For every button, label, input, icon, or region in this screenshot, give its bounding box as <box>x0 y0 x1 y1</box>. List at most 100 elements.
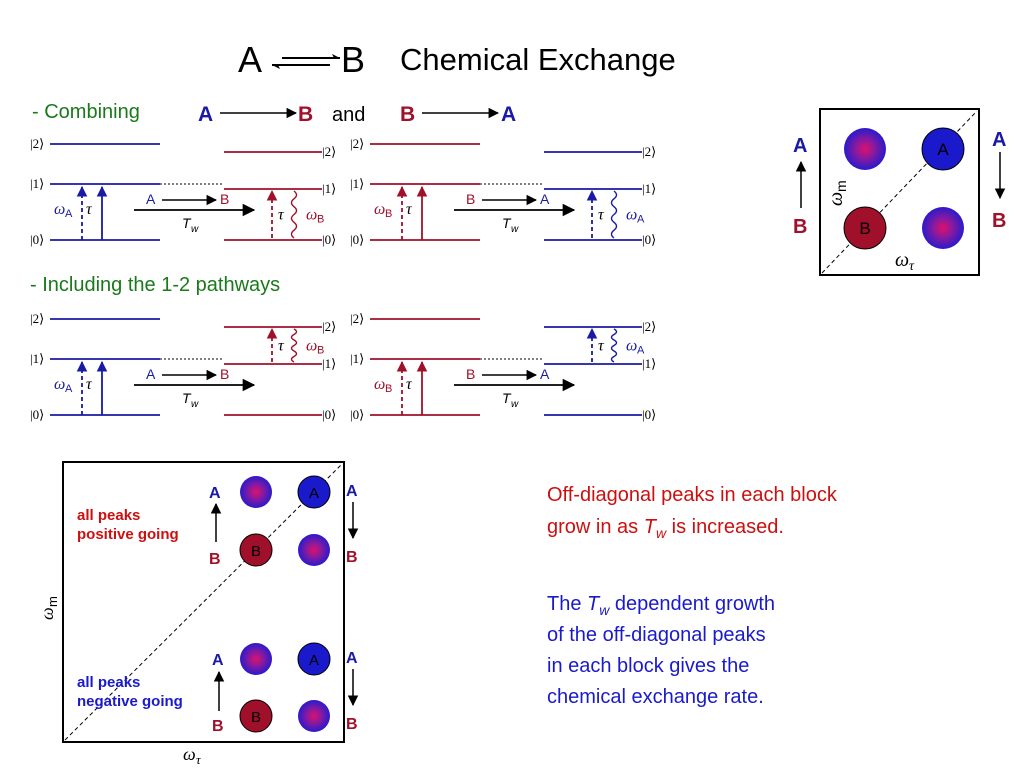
small-omega-tau-omega: ω <box>895 249 909 271</box>
left-omega-sub: A <box>65 383 73 395</box>
combining-heading: - Combining <box>32 101 140 123</box>
small-peak-a <box>921 127 965 171</box>
left-omega-sub: B <box>385 383 392 395</box>
small-right-top-a: A <box>992 129 1006 151</box>
note1-pre: grow in as <box>547 516 644 538</box>
big-lower-right-a: A <box>346 650 358 667</box>
big-lower-cross-top-left <box>240 643 272 675</box>
ket-0-left: |0⟩ <box>30 232 44 247</box>
ket-2-left: |2⟩ <box>30 136 44 151</box>
left-omega-omega: ω <box>54 201 65 218</box>
mid-to: A <box>540 366 550 382</box>
upper-label-line2: positive going <box>77 526 179 543</box>
mid-from: B <box>466 191 475 207</box>
big-upper-left-b: B <box>209 551 221 568</box>
big-omega-m-sub: m <box>45 596 60 607</box>
big-omega-tau-omega: ω <box>183 744 196 764</box>
mid-tw-T: T <box>182 390 192 406</box>
ket-0-right: |0⟩ <box>322 407 336 422</box>
left-omega-omega: ω <box>54 376 65 393</box>
left-omega-omega: ω <box>374 201 385 218</box>
title-back-arrowhead <box>272 65 280 69</box>
small-spectrum-diagonal <box>821 110 978 274</box>
small-peak-a-label: A <box>937 140 949 159</box>
big-upper-left-a: A <box>209 485 221 502</box>
right-tau: τ <box>278 338 285 355</box>
small-left-top-a: A <box>793 135 807 157</box>
big-lower-peak-a <box>297 642 331 676</box>
left-tau: τ <box>406 201 413 218</box>
small-peak-b <box>843 206 887 250</box>
note2-w: w <box>599 602 610 618</box>
mid-tw-T: T <box>502 215 512 231</box>
note2-pre: The <box>547 593 587 615</box>
combining-header: - Combining A B and B A <box>32 101 516 126</box>
right-omega-omega: ω <box>626 338 637 355</box>
big-lower-peak-b <box>239 699 273 733</box>
ket-2-left: |2⟩ <box>30 311 44 326</box>
mid-from: A <box>146 191 156 207</box>
right-omega-sub: A <box>637 214 645 226</box>
title-forward-arrowhead <box>332 54 340 58</box>
right-emission-wave <box>290 328 298 363</box>
right-emission-wave <box>290 190 298 239</box>
big-upper-peak-b-label: B <box>251 543 261 560</box>
note1-post: is increased. <box>666 516 784 538</box>
small-omega-m-sub: m <box>833 180 849 192</box>
left-omega-sub: A <box>65 208 73 220</box>
small-omega-m-omega: ω <box>825 192 847 206</box>
big-lower-left-a: A <box>212 652 224 669</box>
lower-label-line2: negative going <box>77 693 183 710</box>
big-upper-peak-a-label: A <box>309 485 319 502</box>
right-emission-wave <box>610 328 618 363</box>
right-omega-sub: B <box>317 214 324 226</box>
big-spectrum-diagonal <box>64 463 343 741</box>
ket-2-right: |2⟩ <box>642 144 656 159</box>
right-omega-sub: B <box>317 345 324 357</box>
ket-1-left: |1⟩ <box>30 176 44 191</box>
small-peak-cross-top-left <box>844 128 886 170</box>
including-heading: - Including the 1-2 pathways <box>30 274 280 296</box>
combining-path1-from: A <box>198 103 213 126</box>
right-tau: τ <box>598 338 605 355</box>
right-omega-omega: ω <box>626 207 637 224</box>
ket-0-right: |0⟩ <box>642 232 656 247</box>
page-title: Chemical Exchange <box>400 42 676 77</box>
left-omega-sub: B <box>385 208 392 220</box>
right-omega-omega: ω <box>306 338 317 355</box>
mid-to: A <box>540 191 550 207</box>
big-omega-m-group: ω m <box>37 596 60 620</box>
big-upper-peak-a <box>297 475 331 509</box>
mid-tw-w: w <box>191 224 199 235</box>
mid-tw-w: w <box>191 399 199 410</box>
small-spectrum-frame <box>819 108 980 276</box>
ket-0-right: |0⟩ <box>322 232 336 247</box>
mid-from: A <box>146 366 156 382</box>
big-upper-right-a: A <box>346 483 358 500</box>
left-tau: τ <box>86 201 93 218</box>
ket-1-left: |1⟩ <box>30 351 44 366</box>
ket-2-right: |2⟩ <box>322 144 336 159</box>
title-species-b: B <box>341 39 365 80</box>
note2-T: T <box>587 593 601 615</box>
mid-to: B <box>220 366 229 382</box>
note2-post: dependent growth <box>609 593 775 615</box>
small-omega-tau-sub: τ <box>909 259 915 274</box>
ket-1-right: |1⟩ <box>322 181 336 196</box>
combining-and: and <box>332 104 365 126</box>
small-peak-cross-bottom-right <box>922 207 964 249</box>
notes: Off-diagonal peaks in each block grow in… <box>547 484 838 708</box>
right-tau: τ <box>278 207 285 224</box>
note1-w: w <box>656 525 667 541</box>
ket-1-right: |1⟩ <box>642 181 656 196</box>
big-omega-tau-sub: τ <box>196 752 202 767</box>
ket-2-right: |2⟩ <box>322 319 336 334</box>
ket-2-left: |2⟩ <box>350 311 364 326</box>
mid-from: B <box>466 366 475 382</box>
ket-0-left: |0⟩ <box>350 407 364 422</box>
combining-path2-to: A <box>501 103 516 126</box>
